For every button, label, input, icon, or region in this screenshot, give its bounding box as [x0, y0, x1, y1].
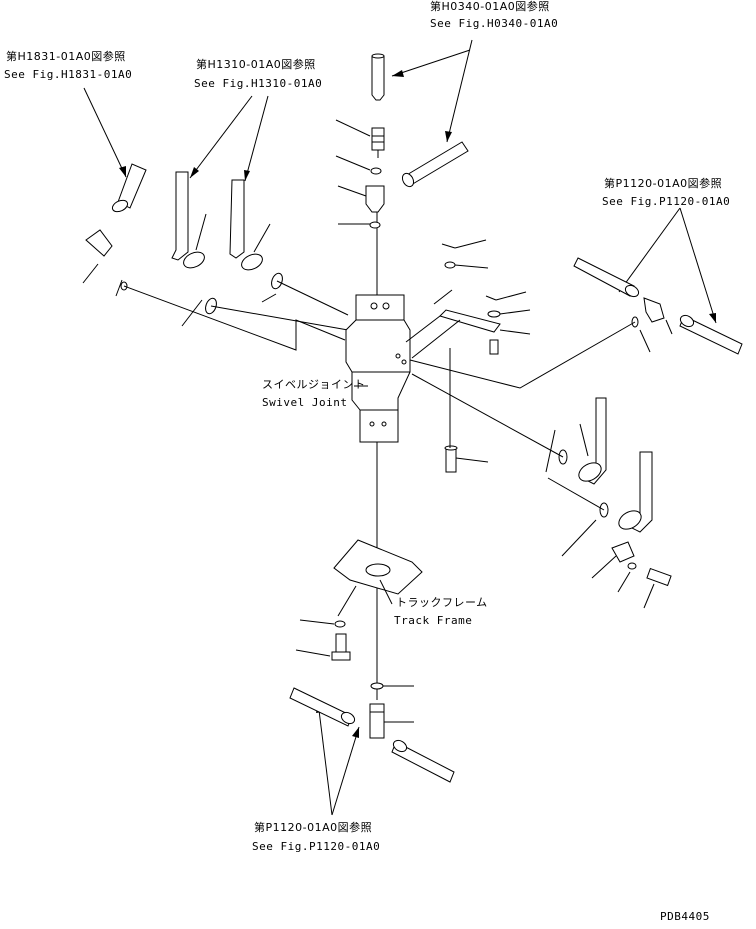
ref-p1120-bottom-jp: 第P1120-01A0図参照 [254, 821, 373, 834]
ref-h1310-jp: 第H1310-01A0図参照 [196, 58, 316, 71]
swivel-joint-label-en: Swivel Joint [262, 396, 348, 409]
top-center-assembly [336, 54, 468, 320]
right-lower-assembly [412, 374, 671, 608]
bottom-assembly [290, 683, 454, 782]
track-frame-label-en: Track Frame [394, 614, 473, 627]
ref-p1120-right-en: See Fig.P1120-01A0 [602, 195, 731, 208]
swivel-joint [346, 295, 410, 700]
track-frame-label-jp: トラックフレーム [396, 596, 488, 609]
ref-h0340-jp: 第H0340-01A0図参照 [430, 0, 550, 13]
ref-h1831-en: See Fig.H1831-01A0 [4, 68, 133, 81]
ref-h0340-en: See Fig.H0340-01A0 [430, 17, 559, 30]
swivel-joint-label-jp: スイベルジョイント [262, 378, 366, 391]
ref-p1120-right-jp: 第P1120-01A0図参照 [604, 177, 723, 190]
reference-leaders [84, 40, 716, 815]
ref-h1831-jp: 第H1831-01A0図参照 [6, 50, 126, 63]
component-leaders [354, 386, 392, 604]
drawing-number: PDB4405 [660, 910, 710, 923]
track-frame [296, 540, 422, 660]
ref-p1120-bottom-en: See Fig.P1120-01A0 [252, 840, 381, 853]
upper-left-assembly [83, 164, 348, 350]
right-small-parts [406, 240, 530, 472]
upper-right-assembly [410, 258, 742, 388]
ref-h1310-en: See Fig.H1310-01A0 [194, 77, 323, 90]
